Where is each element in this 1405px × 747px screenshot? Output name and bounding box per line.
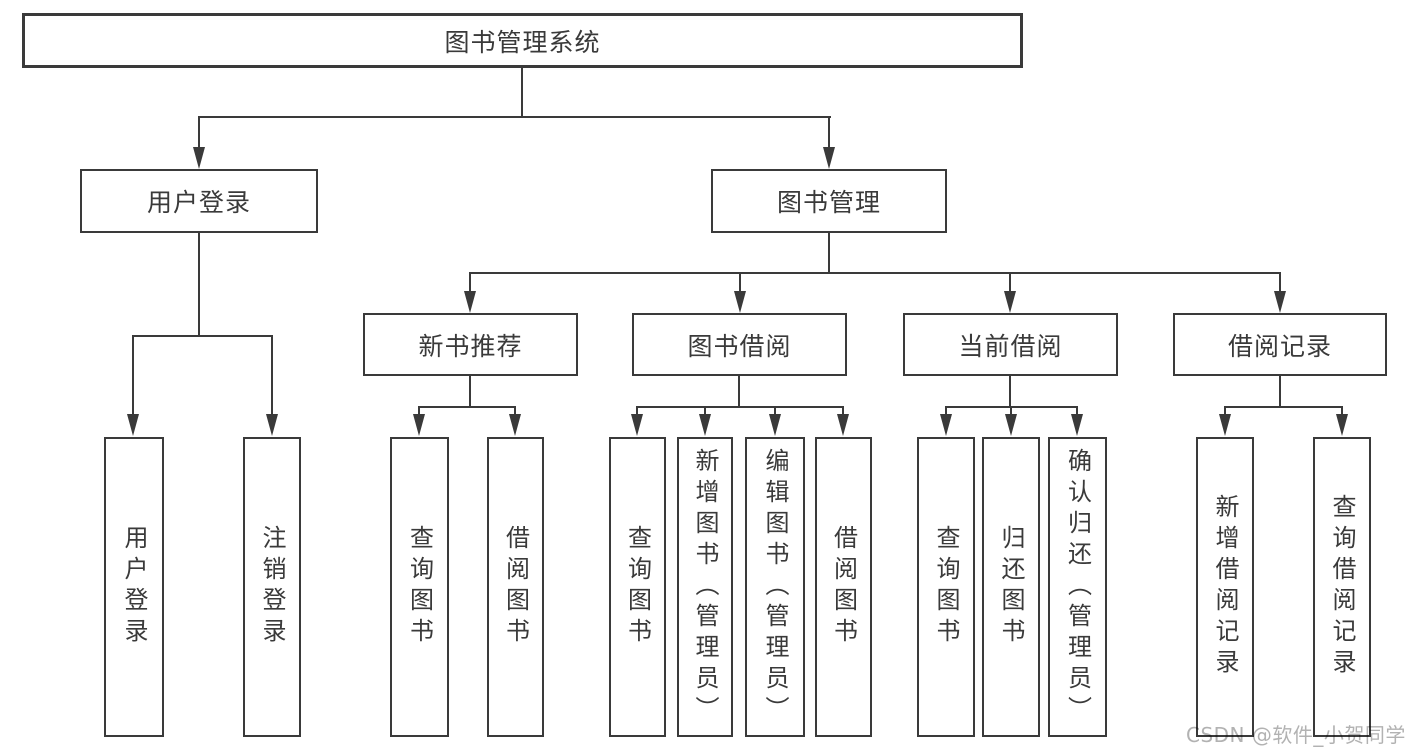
arrow-down-icon	[699, 414, 711, 436]
leaf-user-login: 用户登录	[104, 437, 164, 737]
node-user-login: 用户登录	[80, 169, 318, 233]
arrow-down-icon	[1005, 414, 1017, 436]
node-label: 确认归还（管理员）	[1063, 447, 1092, 727]
csdn-watermark: CSDN @软件_小贺同学	[1186, 723, 1405, 747]
connector-stub	[469, 376, 471, 408]
node-label: 用户登录	[120, 525, 148, 649]
leaf-edit-books-admin: 编辑图书（管理员）	[745, 437, 805, 737]
connector-rail	[418, 406, 516, 408]
connector-drop-leaf	[1341, 406, 1343, 415]
connector-drop-leaf	[945, 406, 947, 415]
connector-drop-level3	[1279, 272, 1281, 292]
leaf-return-books: 归还图书	[982, 437, 1040, 737]
connector-drop-leaf	[842, 406, 844, 415]
arrow-down-icon	[1219, 414, 1231, 436]
arrow-down-icon	[823, 147, 835, 169]
connector-user-login-rail	[132, 335, 272, 337]
node-label: 图书管理系统	[444, 27, 601, 57]
connector-drop-leaf	[271, 335, 273, 415]
connector-book-management-stub	[828, 233, 830, 274]
connector-drop-leaf	[1076, 406, 1078, 415]
connector-user-login-stub	[198, 233, 200, 337]
arrow-down-icon	[837, 414, 849, 436]
arrow-down-icon	[1071, 414, 1083, 436]
connector-level3-rail	[469, 272, 1281, 274]
connector-drop-leaf	[1224, 406, 1226, 415]
connector-stub	[1279, 376, 1281, 408]
leaf-add-books-admin: 新增图书（管理员）	[677, 437, 733, 737]
connector-drop-leaf	[418, 406, 420, 415]
node-book-borrow: 图书借阅	[632, 313, 847, 376]
arrow-down-icon	[509, 414, 521, 436]
connector-drop-level3	[739, 272, 741, 292]
connector-rail	[636, 406, 844, 408]
node-label: 图书借阅	[687, 331, 792, 361]
arrow-down-icon	[1336, 414, 1348, 436]
leaf-borrow-books-2: 借阅图书	[815, 437, 872, 737]
node-book-management: 图书管理	[711, 169, 947, 233]
arrow-down-icon	[769, 414, 781, 436]
connector-stub	[738, 376, 740, 408]
node-label: 注销登录	[258, 525, 286, 649]
node-label: 查询图书	[932, 525, 960, 649]
node-label: 用户登录	[146, 188, 251, 217]
leaf-query-books: 查询图书	[390, 437, 449, 737]
connector-drop-leaf	[132, 335, 134, 415]
node-library-management-system: 图书管理系统	[22, 13, 1023, 68]
arrow-down-icon	[266, 414, 278, 436]
node-new-book-recommend: 新书推荐	[363, 313, 578, 376]
connector-drop-book-management	[828, 116, 830, 148]
node-label: 图书管理	[776, 188, 881, 217]
leaf-query-books-3: 查询图书	[917, 437, 975, 737]
connector-rail	[1224, 406, 1343, 408]
node-label: 借阅记录	[1227, 331, 1332, 361]
node-label: 查询借阅记录	[1328, 494, 1356, 680]
connector-drop-user-login	[198, 116, 200, 148]
arrow-down-icon	[734, 291, 746, 313]
arrow-down-icon	[127, 414, 139, 436]
node-label: 编辑图书（管理员）	[761, 447, 789, 727]
arrow-down-icon	[413, 414, 425, 436]
arrow-down-icon	[464, 291, 476, 313]
leaf-add-borrow-record: 新增借阅记录	[1196, 437, 1254, 737]
arrow-down-icon	[1004, 291, 1016, 313]
leaf-confirm-return-admin: 确认归还（管理员）	[1048, 437, 1107, 737]
connector-drop-leaf	[1010, 406, 1012, 415]
node-label: 当前借阅	[958, 331, 1063, 361]
node-label: 新增借阅记录	[1211, 494, 1239, 680]
connector-drop-leaf	[774, 406, 776, 415]
connector-root-stub	[521, 68, 523, 118]
node-label: 查询图书	[405, 525, 434, 649]
arrow-down-icon	[631, 414, 643, 436]
node-current-borrow: 当前借阅	[903, 313, 1118, 376]
leaf-query-borrow-record: 查询借阅记录	[1313, 437, 1371, 737]
leaf-borrow-books: 借阅图书	[487, 437, 544, 737]
connector-drop-leaf	[636, 406, 638, 415]
leaf-logout: 注销登录	[243, 437, 301, 737]
node-borrow-records: 借阅记录	[1173, 313, 1387, 376]
node-label: 查询图书	[623, 525, 652, 649]
connector-drop-level3	[1009, 272, 1011, 292]
connector-drop-leaf	[514, 406, 516, 415]
node-label: 新增图书（管理员）	[691, 447, 719, 727]
node-label: 新书推荐	[418, 331, 523, 361]
arrow-down-icon	[1274, 291, 1286, 313]
arrow-down-icon	[193, 147, 205, 169]
node-label: 借阅图书	[501, 525, 530, 649]
connector-drop-leaf	[704, 406, 706, 415]
leaf-query-books-2: 查询图书	[609, 437, 666, 737]
node-label: 归还图书	[997, 525, 1025, 649]
node-label: 借阅图书	[829, 525, 858, 649]
connector-stub	[1009, 376, 1011, 408]
connector-drop-level3	[469, 272, 471, 292]
arrow-down-icon	[940, 414, 952, 436]
connector-level2-rail	[198, 116, 831, 118]
